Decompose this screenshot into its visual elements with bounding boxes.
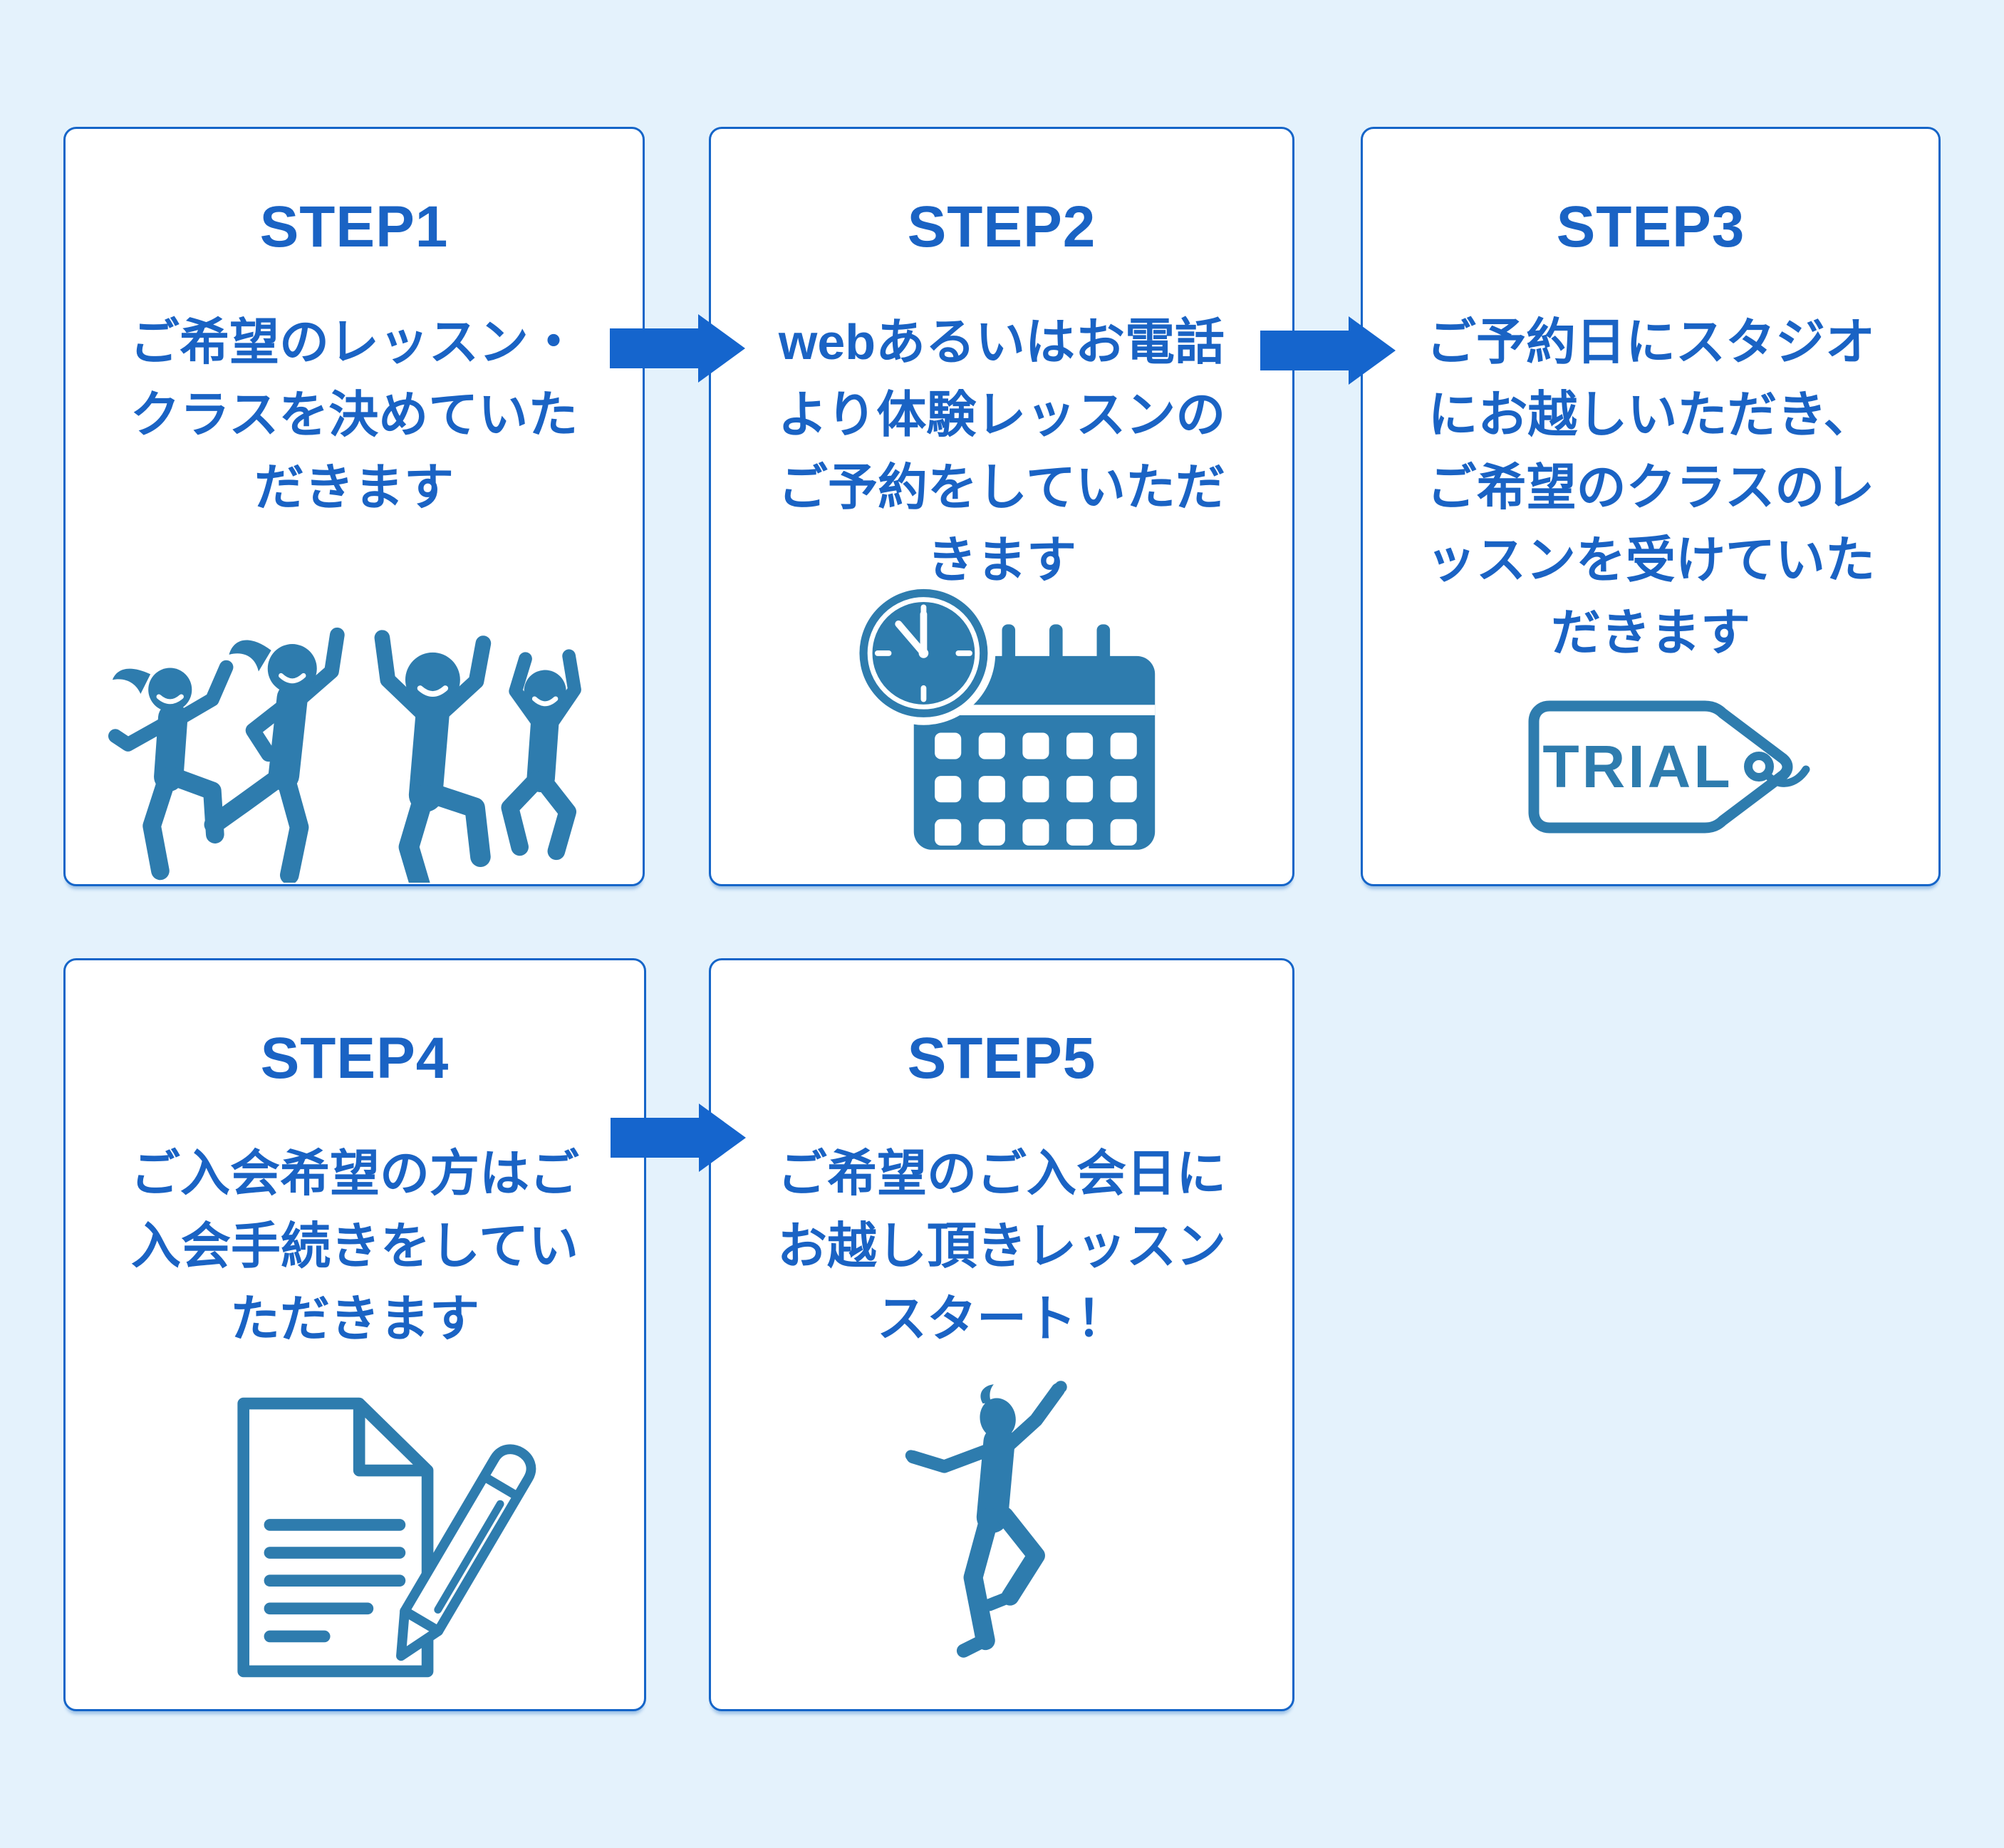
step2-card: STEP2 webあるいはお電話 より体験レッスンの ご予約をしていただ きます bbox=[709, 127, 1294, 886]
trial-tag-icon: TRIAL bbox=[1525, 690, 1824, 847]
step4-card: STEP4 ご入会希望の方はご 入会手続きをしてい ただきます bbox=[63, 958, 646, 1711]
step5-card: STEP5 ご希望のご入会日に お越し頂きレッスン スタート！ bbox=[709, 958, 1294, 1711]
step5-description: ご希望のご入会日に お越し頂きレッスン スタート！ bbox=[777, 1146, 1226, 1347]
step2-title: STEP2 bbox=[907, 194, 1096, 259]
step1-title: STEP1 bbox=[259, 194, 449, 259]
step1-card: STEP1 ご希望のレッスン・ クラスを決めていた だきます bbox=[63, 127, 645, 896]
step3-description: ご予約日にスタジオ にお越しいただき、 ご希望のクラスのレ ッスンを受けていた … bbox=[1426, 314, 1875, 661]
step3-title: STEP3 bbox=[1556, 194, 1745, 259]
step3-card: STEP3 ご予約日にスタジオ にお越しいただき、 ご希望のクラスのレ ッスンを… bbox=[1361, 127, 1941, 886]
step1-description: ご希望のレッスン・ クラスを決めていた だきます bbox=[130, 314, 578, 516]
arrow-right-icon bbox=[611, 1104, 746, 1172]
step2-description: webあるいはお電話 より体験レッスンの ご予約をしていただ きます bbox=[777, 314, 1226, 588]
arrow-right-icon bbox=[610, 314, 745, 383]
step5-title: STEP5 bbox=[907, 1026, 1096, 1091]
step4-title: STEP4 bbox=[260, 1026, 450, 1091]
arrow-right-icon bbox=[1260, 316, 1396, 385]
step4-description: ご入会希望の方はご 入会手続きをしてい ただきます bbox=[130, 1146, 579, 1347]
trial-tag-label: TRIAL bbox=[1542, 733, 1733, 800]
dancer-icon bbox=[902, 1375, 1080, 1667]
clock-calendar-icon bbox=[841, 576, 1162, 890]
document-pencil-icon bbox=[234, 1388, 561, 1691]
dancing-group-icon bbox=[108, 605, 600, 896]
